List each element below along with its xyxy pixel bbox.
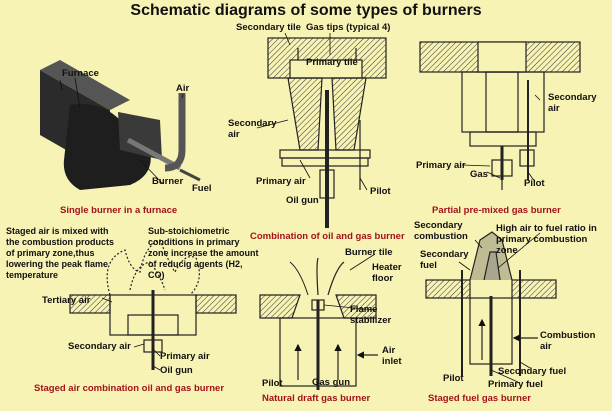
single-burner-drawing: [40, 60, 201, 190]
label-premix-secondary-air: Secondary air: [548, 92, 597, 114]
premixed-burner-drawing: [419, 41, 581, 190]
label-premix-primary-air: Primary air: [416, 160, 466, 171]
caption-premixed-burner: Partial pre-mixed gas burner: [432, 205, 561, 216]
label-premix-pilot: Pilot: [524, 178, 545, 189]
label-premix-gas: Gas: [470, 169, 488, 180]
label-primary-tile: Primary tile: [306, 57, 358, 68]
caption-oil-gas-burner: Combination of oil and gas burner: [250, 231, 405, 242]
oil-gas-burner-drawing: [267, 37, 387, 228]
label-stagedair-secondary-air: Secondary air: [68, 341, 131, 352]
label-high-air-ratio: High air to fuel ratio in primary combus…: [496, 223, 597, 256]
label-stagedair-primary-air: Primary air: [160, 351, 210, 362]
label-oilgas-secondary-air: Secondary air: [228, 118, 277, 140]
label-primary-fuel: Primary fuel: [488, 379, 543, 390]
label-stagedfuel-pilot: Pilot: [443, 373, 464, 384]
label-burner-tile: Burner tile: [345, 247, 393, 258]
label-heater-floor: Heater floor: [372, 262, 402, 284]
caption-single-burner: Single burner in a furnace: [60, 205, 178, 216]
label-staged-air-note: Staged air is mixed with the combustion …: [6, 226, 114, 280]
label-air-inlet: Air inlet: [382, 345, 402, 367]
label-oilgas-pilot: Pilot: [370, 186, 391, 197]
label-secondary-combustion: Secondary combustion: [414, 220, 468, 242]
label-oilgas-primary-air: Primary air: [256, 176, 306, 187]
label-stagedair-oil-gun: Oil gun: [160, 365, 193, 376]
staged-fuel-burner-drawing: [425, 231, 557, 376]
label-furnace: Furnace: [62, 68, 99, 79]
label-substoich-note: Sub-stoichiometric conditions in primary…: [148, 226, 259, 280]
caption-staged-air-burner: Staged air combination oil and gas burne…: [34, 383, 225, 394]
label-air: Air: [176, 83, 190, 94]
label-burner: Burner: [152, 176, 184, 187]
label-combustion-air: Combustion air: [540, 330, 596, 352]
label-tertiary-air: Tertiary air: [42, 295, 91, 306]
label-gas-tips: Gas tips (typical 4): [306, 22, 391, 33]
staged-air-burner-drawing: [69, 239, 237, 370]
label-secondary-fuel-left: Secondary fuel: [420, 249, 469, 271]
label-flame-stabilizer: Flame stabilizer: [350, 304, 392, 326]
label-secondary-tile: Secondary tile: [236, 22, 301, 33]
leader-lines: [74, 32, 541, 384]
caption-staged-fuel-burner: Staged fuel gas burner: [428, 393, 531, 404]
label-oil-gun: Oil gun: [286, 195, 319, 206]
page-title: Schematic diagrams of some types of burn…: [130, 2, 482, 19]
label-secondary-fuel-right: Secondary fuel: [498, 366, 567, 377]
caption-natural-draft-burner: Natural draft gas burner: [262, 393, 371, 404]
label-gas-gun: Gas gun: [312, 377, 351, 388]
label-fuel: Fuel: [192, 183, 212, 194]
natural-draft-burner-drawing: [259, 257, 378, 390]
label-natdraft-pilot: Pilot: [262, 378, 283, 389]
